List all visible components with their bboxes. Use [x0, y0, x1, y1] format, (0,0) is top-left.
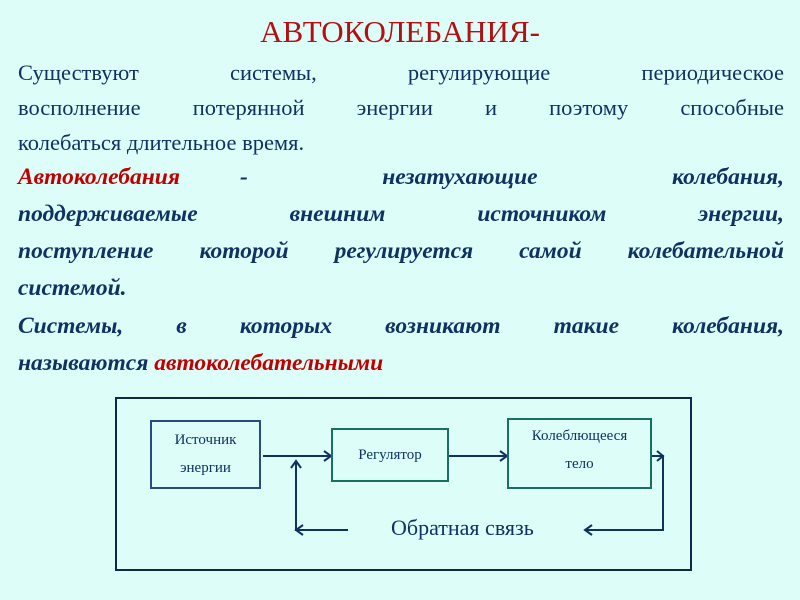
text-line: называются автоколебательными: [18, 350, 784, 386]
highlight-term: автоколебательными: [154, 350, 384, 376]
definition-line: Автоколебания - незатухающие колебания,: [18, 164, 784, 200]
feedback-line-right: [585, 455, 664, 531]
text-line: поддерживаемые внешним источником энерги…: [18, 201, 784, 227]
text-line: Существуют системы, регулирующие периоди…: [18, 60, 784, 85]
oscillating-body-block: Колеблющееся тело: [507, 418, 652, 489]
diagram-frame: [115, 397, 692, 571]
block-label: Колеблющееся: [531, 428, 628, 444]
block-label: Регулятор: [358, 447, 422, 463]
feedback-label: Обратная связь: [391, 515, 534, 540]
block-label: энергии: [180, 460, 231, 476]
text-line: - незатухающие колебания,: [239, 164, 784, 190]
definition-term: Автоколебания: [18, 164, 180, 190]
regulator-block: Регулятор: [331, 428, 449, 482]
block-label: тело: [565, 456, 594, 472]
text-line: колебаться длительное время.: [18, 130, 305, 155]
slide-title: АВТОКОЛЕБАНИЯ-: [260, 14, 540, 49]
energy-source-block: Источник энергии: [150, 420, 261, 489]
text-prefix: называются: [18, 350, 155, 376]
text-line: Системы, в которых возникают такие колеб…: [18, 313, 784, 339]
text-line: восполнение потерянной энергии и поэтому…: [18, 95, 784, 120]
text-line: системой.: [18, 275, 127, 301]
block-label: Источник: [174, 432, 237, 448]
text-line: поступление которой регулируется самой к…: [18, 238, 784, 264]
